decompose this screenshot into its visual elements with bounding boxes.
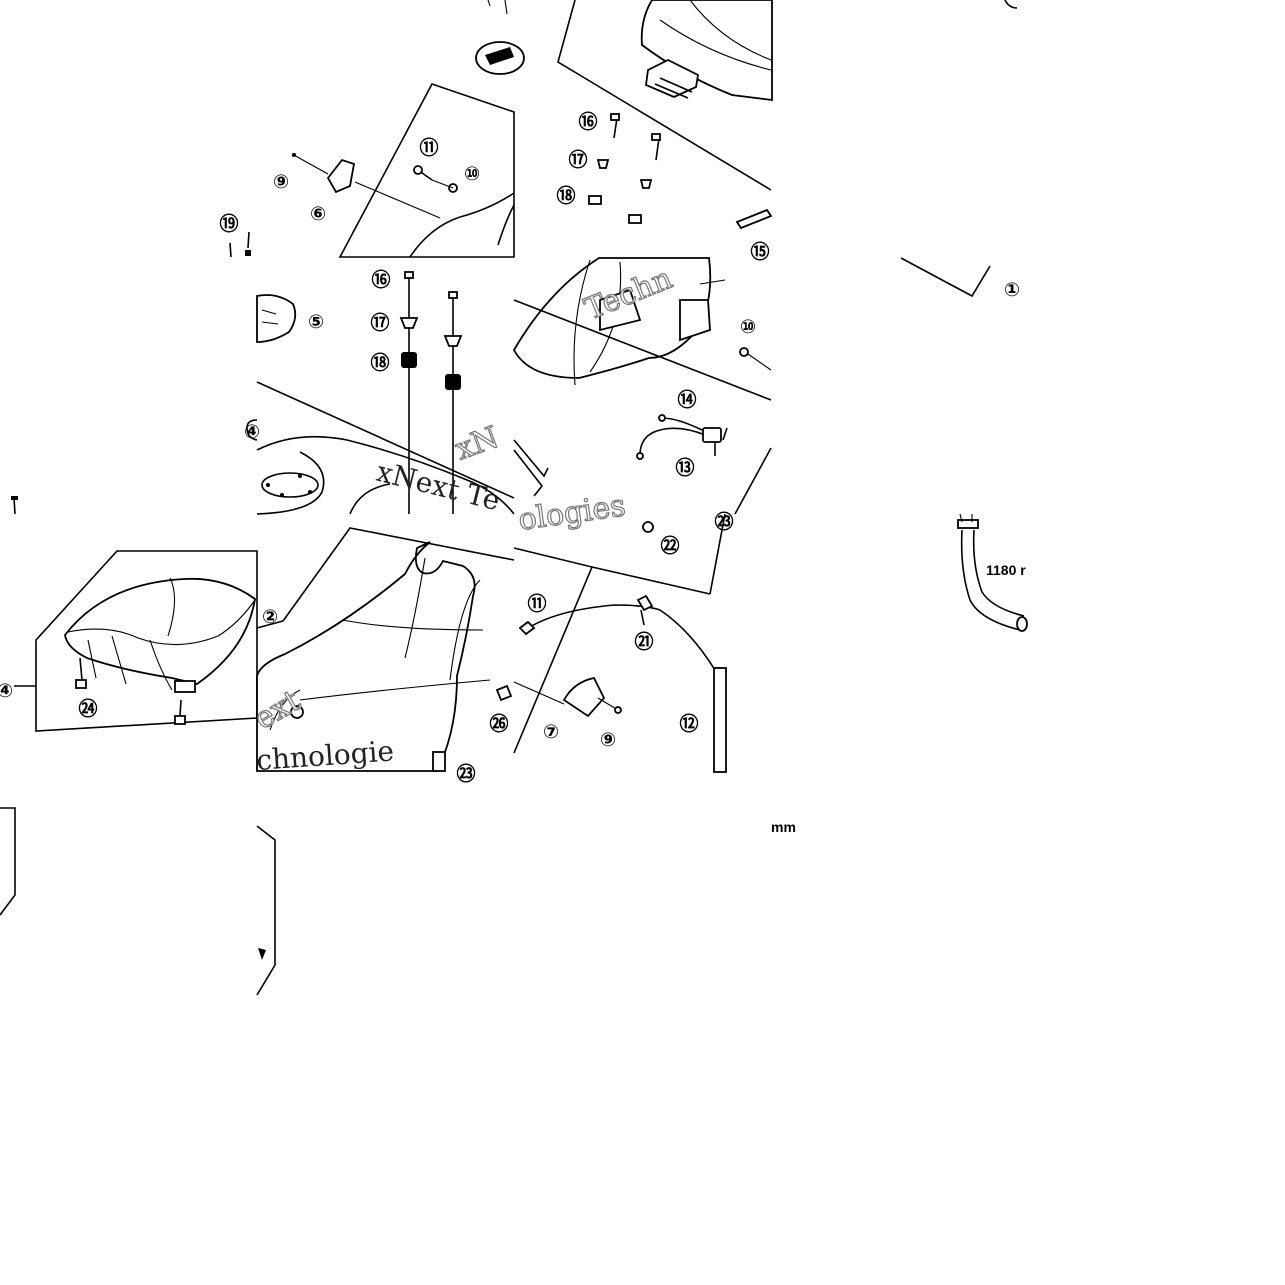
callout-23-bottom: ㉓ xyxy=(456,762,475,785)
blank-bottom-margin xyxy=(0,1028,1285,1285)
callout-1: ① xyxy=(1004,279,1020,301)
rear-seat-part xyxy=(64,577,256,685)
callout-26: ㉖ xyxy=(489,712,508,735)
tile-bottom-left xyxy=(0,807,16,916)
callout-10-mid: ⑩ xyxy=(740,316,756,338)
callout-18-mid: ⑱ xyxy=(370,351,389,374)
tile-fuel-hose xyxy=(513,513,727,773)
callout-5: ⑤ xyxy=(308,311,324,333)
hose-length-label: 1180 r xyxy=(986,562,1026,578)
callout-4-left: ④ xyxy=(0,680,13,702)
tile-top-right xyxy=(1004,0,1018,9)
part-callouts: ① ② ④ ④ ⑤ ⑥ ⑦ ⑨ ⑨ ⑩ ⑩ ⑪ ⑪ ⑫ ⑬ ⑭ ⑮ ⑯ ⑯ ⑰ … xyxy=(0,110,1020,785)
callout-12: ⑫ xyxy=(679,712,698,735)
callout-13: ⑬ xyxy=(675,456,694,479)
rubber-damper-part xyxy=(562,676,606,718)
callout-24: ㉔ xyxy=(78,697,97,720)
watermark-xn: xN xyxy=(451,420,504,468)
front-seat-part xyxy=(256,541,476,772)
callout-23-top: ㉓ xyxy=(714,510,733,533)
rear-seat-frame xyxy=(35,550,258,732)
watermark-ologies: ologies xyxy=(516,488,627,538)
tile-hose-length xyxy=(957,513,1028,632)
tile-bottom-middle-left xyxy=(256,825,276,996)
tile-front-seat xyxy=(256,527,515,772)
callout-21: ㉑ xyxy=(634,630,653,653)
callout-14: ⑭ xyxy=(677,388,696,411)
callout-22: ㉒ xyxy=(660,534,679,557)
filler-cap-part xyxy=(256,294,297,343)
callout-7: ⑦ xyxy=(543,721,559,743)
callout-18-top: ⑱ xyxy=(556,184,575,207)
tile-mid-right xyxy=(900,257,991,298)
tile-mid-left xyxy=(11,496,18,515)
rubber-pad-part xyxy=(326,158,356,194)
tile-fuel-cap-area xyxy=(229,0,525,258)
callout-15: ⑮ xyxy=(750,240,769,263)
tank-bracket-part xyxy=(645,58,699,98)
callout-19: ⑲ xyxy=(219,212,238,235)
fuel-cap-emblem xyxy=(485,47,514,65)
callout-11-top: ⑪ xyxy=(419,136,438,159)
callout-10-top: ⑩ xyxy=(464,163,480,185)
callout-11-bottom: ⑪ xyxy=(527,592,546,615)
tile-rear-seat xyxy=(14,550,258,732)
callout-17-top: ⑰ xyxy=(568,148,587,171)
callout-17-mid: ⑰ xyxy=(370,311,389,334)
tile-fuel-tank xyxy=(246,271,515,515)
tile-tank-front xyxy=(557,0,773,230)
frame-outline xyxy=(338,83,515,258)
mm-unit-label: mm xyxy=(771,819,796,835)
callout-9-bottom: ⑨ xyxy=(600,729,616,751)
callout-2: ② xyxy=(262,606,278,628)
callout-16-mid: ⑯ xyxy=(371,268,390,291)
callout-16-top: ⑯ xyxy=(578,110,597,133)
callout-4-mid: ④ xyxy=(244,421,260,443)
callout-9-top: ⑨ xyxy=(273,171,289,193)
tank-front-part xyxy=(640,0,773,102)
tile-tank-rear xyxy=(512,257,772,533)
callout-6: ⑥ xyxy=(310,203,326,225)
